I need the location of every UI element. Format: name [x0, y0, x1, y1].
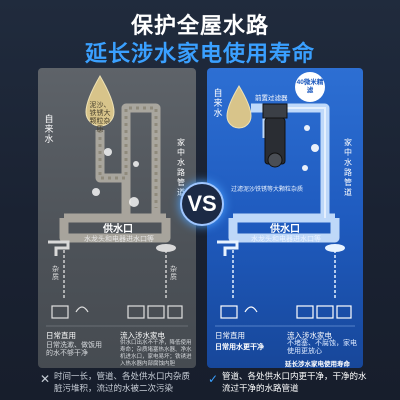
faucet-icon — [48, 240, 70, 256]
prefilter-valve-icon — [267, 152, 283, 168]
tap-water-label: 自来水 — [44, 114, 54, 144]
supply-subtitle: 水龙头和电器进水口等 — [251, 236, 321, 243]
headline-line-2: 延长涉水家电使用寿命 — [84, 41, 315, 66]
cross-icon: ✕ — [40, 372, 51, 386]
filter-description: 过滤泥沙铁锈等大颗粒杂质 — [231, 187, 304, 193]
daily-use-desc: 日常用水更干净 — [215, 344, 264, 351]
supply-title: 供水口 — [270, 224, 300, 235]
left-footer-text: 时间一长，管道、各处供水口内杂质脏污堆积，流过的水被二次污染 — [54, 371, 191, 393]
purifier-icon — [336, 305, 352, 319]
vs-badge: VS — [180, 182, 224, 226]
bubble-icon — [133, 161, 139, 167]
home-pipe-label: 家中水路管道 — [344, 138, 352, 197]
daily-use-label: 日常直用 — [215, 331, 245, 340]
bubble-icon — [92, 188, 100, 196]
water-drop-icon — [226, 85, 252, 129]
water-drop-icon — [85, 75, 115, 127]
water-heater-icon — [127, 305, 145, 319]
bubble-icon — [129, 197, 139, 207]
prefilter-label: 前置过滤器 — [255, 95, 288, 102]
left-pipe-diagram — [46, 75, 188, 327]
appliance-desc: 供水口出水不干净，降低使用寿命；杂质堵塞热水器、净水机进水口，家电易坏；铁锈进入… — [120, 340, 192, 367]
dirty-pipe-shape — [59, 103, 171, 243]
right-pipe-diagram — [215, 85, 355, 327]
supply-subtitle: 水龙头和电器进水口等 — [84, 236, 154, 243]
appliance-label: 流入涉水家电 — [120, 331, 165, 340]
washbasin-icon — [220, 305, 238, 319]
prefilter-head-icon — [262, 103, 288, 119]
washing-machine-icon — [147, 305, 165, 319]
daily-use-desc: 日常洗漱、做饭用的水不够干净 — [46, 342, 102, 357]
supply-title: 供水口 — [103, 224, 133, 235]
sediment-speckles — [98, 106, 158, 208]
shower-icon — [244, 306, 258, 313]
flow-tag-right: 杂质 — [170, 266, 177, 281]
appliance-extra: 延长涉水家电使用寿命 — [285, 361, 350, 368]
purifier-icon — [167, 305, 183, 319]
bubble-icon — [304, 125, 310, 131]
check-icon: ✓ — [208, 372, 219, 386]
left-comparison-panel: 自来水 泥沙、铁锈大颗粒杂质 家中水路管道 供水口 水龙头和电器进水口等 杂质 … — [38, 68, 196, 368]
faucet-icon — [217, 240, 239, 256]
bubble-icon — [104, 148, 112, 156]
appliance-desc: 不堵塞、不腐蚀，家电使用更放心 — [287, 340, 357, 355]
flow-tag-left: 杂质 — [52, 266, 59, 281]
water-heater-icon — [296, 305, 314, 319]
right-comparison-panel: 前置过滤器 40微米精滤 自来水 过滤泥沙铁锈等大颗粒杂质 家中水路管道 供水口… — [207, 68, 363, 368]
clean-pipe-highlight — [283, 107, 326, 218]
washbasin-icon — [51, 305, 69, 319]
daily-use-label: 日常直用 — [46, 331, 76, 340]
bubble-icon — [311, 144, 319, 152]
shower-head-icon — [156, 244, 176, 252]
washing-machine-icon — [316, 305, 334, 319]
appliance-label: 流入涉水家电 — [287, 331, 332, 340]
shower-icon — [75, 306, 89, 313]
headline-line-1: 保护全屋水路 — [130, 13, 269, 38]
home-pipe-label: 家中水路管道 — [177, 138, 185, 197]
filter-rating-badge: 40微米精滤 — [295, 72, 325, 102]
tap-water-label: 自来水 — [213, 88, 223, 118]
shower-head-icon — [325, 244, 345, 252]
drop-impurity-text: 泥沙、铁锈大颗粒杂质 — [89, 102, 111, 133]
bubble-icon — [302, 165, 308, 171]
right-footer-text: 管道、各处供水口内更干净，干净的水流过干净的水路管道 — [222, 371, 367, 393]
